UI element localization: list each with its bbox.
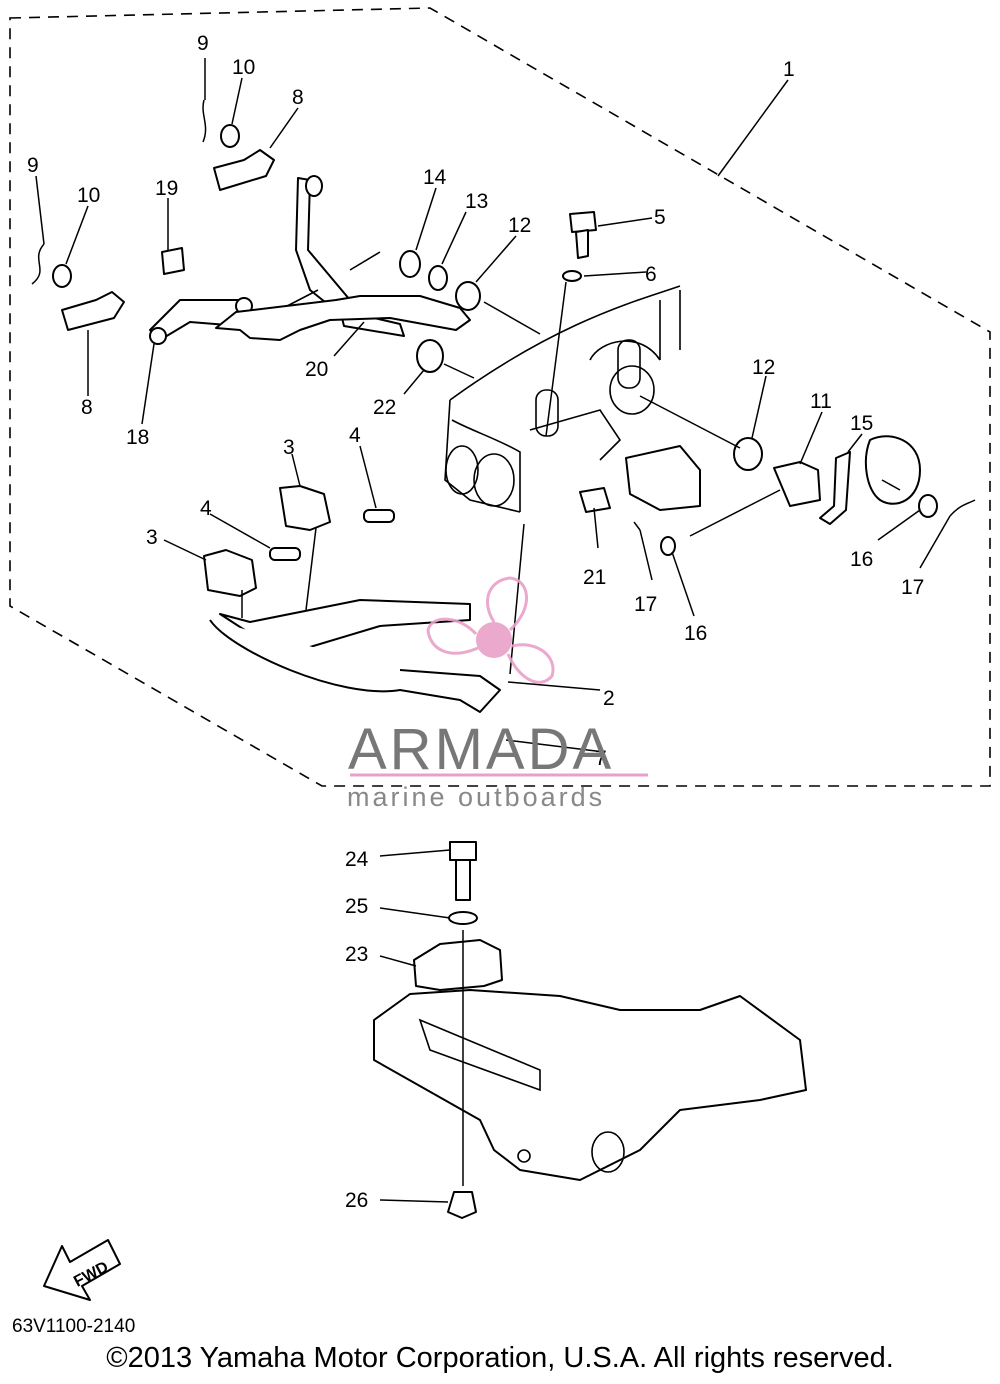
callout-10: 10 [232,56,255,79]
copyright-notice: ©2013 Yamaha Motor Corporation, U.S.A. A… [106,1342,894,1374]
callout-23: 23 [345,943,368,966]
shift-housing [444,285,681,513]
callout-11: 11 [810,390,832,413]
callout-26: 26 [345,1189,368,1212]
callout-10: 10 [77,184,100,207]
lower-bracket [373,841,807,1219]
callout-21: 21 [583,566,606,589]
bracket-parts [203,295,921,713]
callout-15: 15 [850,412,873,435]
callout-14: 14 [423,166,447,189]
callout-17: 17 [901,576,924,599]
callout-24: 24 [345,848,369,871]
callout-8: 8 [292,86,304,109]
callout-3: 3 [283,436,295,459]
watermark-subtitle: marine outboards [347,782,606,812]
callout-18: 18 [126,426,149,449]
callout-20: 20 [305,358,328,381]
callout-25: 25 [345,895,368,918]
callout-2: 2 [603,687,615,710]
leader-1 [717,79,789,177]
callout-7: 7 [595,747,607,770]
watermark-propeller-icon [426,576,555,684]
callout-labels: 1 2 3 3 4 4 5 6 7 8 8 9 9 10 10 11 12 12… [27,32,924,1212]
callout-16: 16 [850,548,873,571]
leader-lines [31,58,976,1203]
callout-3: 3 [146,526,158,549]
washers [52,124,938,556]
callout-13: 13 [465,190,488,213]
callout-16: 16 [684,622,707,645]
callout-4: 4 [349,424,361,447]
callout-22: 22 [373,396,396,419]
callout-9: 9 [197,32,209,55]
callout-8: 8 [81,396,93,419]
callout-19: 19 [155,177,178,200]
callout-12: 12 [508,214,531,237]
callout-12: 12 [752,356,775,379]
bolts [569,211,821,513]
fwd-arrow-icon: FWD [43,1239,121,1301]
reference-code: 63V1100-2140 [12,1316,136,1337]
callout-4: 4 [200,497,212,520]
watermark-title: ARMADA [348,717,615,782]
callout-5: 5 [654,206,666,229]
callout-9: 9 [27,154,39,177]
assembly-boundary [9,7,991,787]
callout-1: 1 [783,58,795,81]
callout-6: 6 [645,263,657,286]
callout-17: 17 [634,593,657,616]
